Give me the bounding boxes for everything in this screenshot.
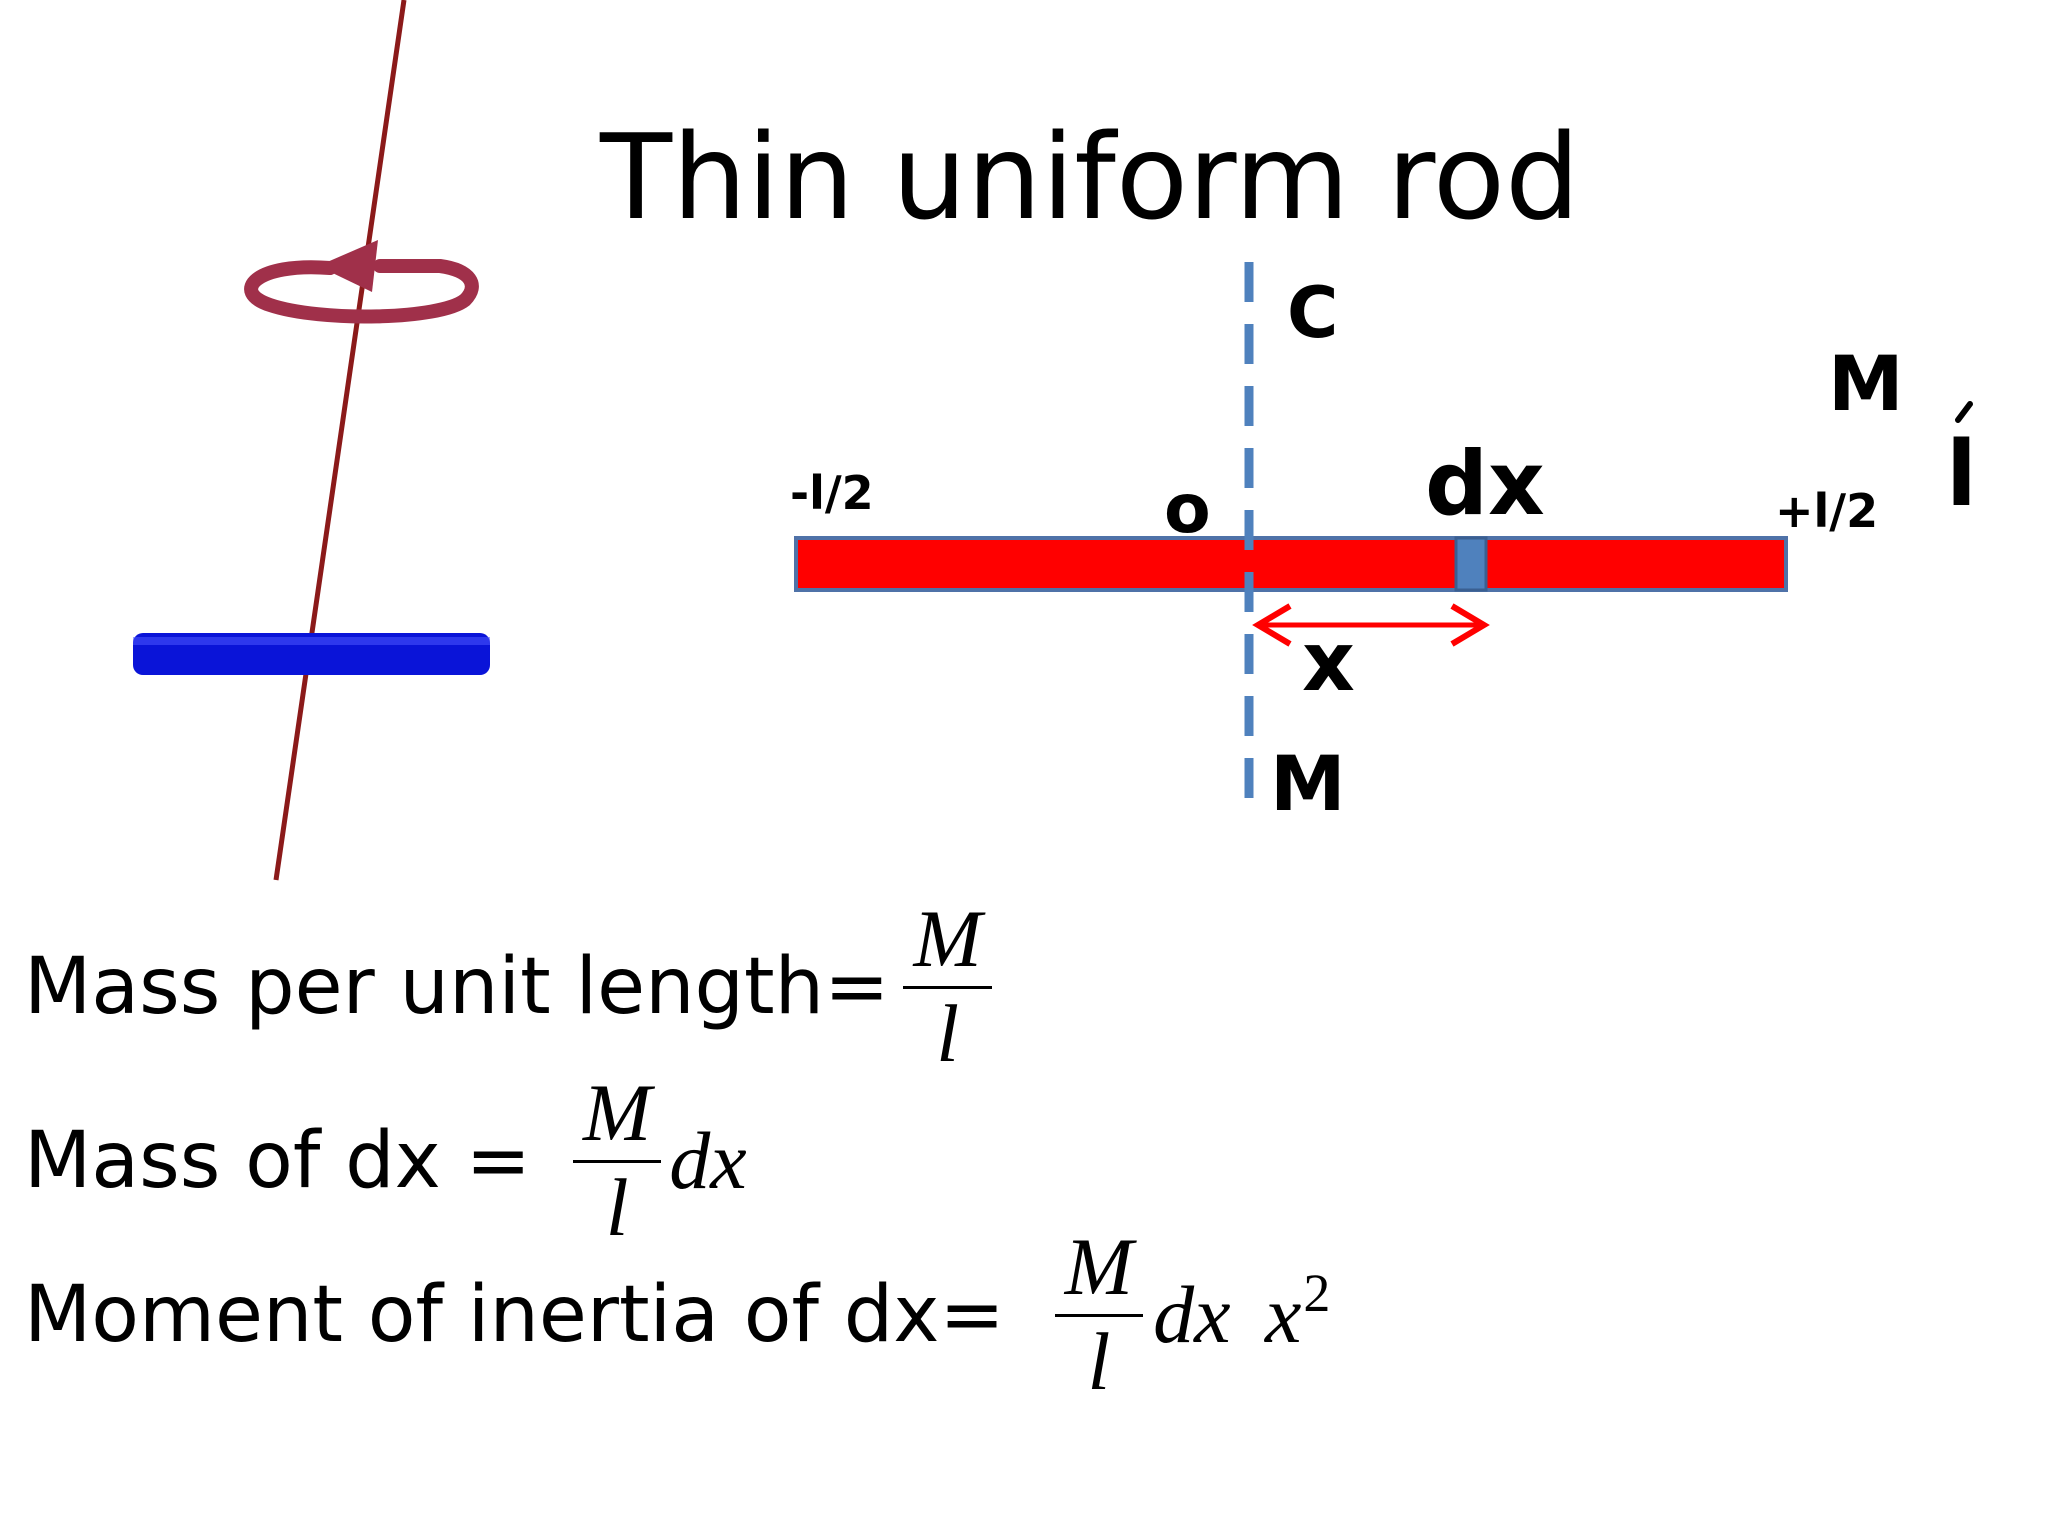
- fraction-denominator: l: [1087, 1316, 1111, 1407]
- fraction-denominator: l: [605, 1162, 629, 1253]
- equation-superscript: 2: [1303, 1263, 1331, 1323]
- equation-mass-of-dx: Mass of dx = M l dx: [24, 1072, 747, 1249]
- fraction-denominator: l: [936, 988, 959, 1079]
- right-end-label: +l/2: [1775, 484, 1879, 538]
- dx-label: dx: [1425, 432, 1545, 535]
- rotation-arrow-icon: [244, 259, 479, 324]
- fraction-numerator: M: [1054, 1226, 1144, 1317]
- thin-rod: [794, 536, 1788, 592]
- fraction-numerator: M: [903, 898, 992, 989]
- axis-bottom-label: M: [1270, 739, 1346, 828]
- equation-suffix: dx: [669, 1114, 747, 1206]
- axis-top-label: C: [1287, 272, 1339, 354]
- equation-text: Mass of dx =: [24, 1115, 531, 1206]
- equation-moment-of-inertia: Moment of inertia of dx= M l dx x 2: [24, 1226, 1330, 1403]
- page-title: Thin uniform rod: [600, 108, 1580, 246]
- equation-mass-per-length: Mass per unit length= M l: [24, 898, 992, 1075]
- distance-x-label: x: [1302, 615, 1355, 710]
- rotation-arrowhead-icon: [318, 240, 378, 292]
- origin-label: o: [1164, 470, 1211, 549]
- fraction: M l: [572, 1072, 662, 1253]
- length-label-tick: [1955, 401, 1973, 423]
- length-label: l: [1946, 422, 1977, 527]
- rotation-axis-line: [273, 0, 407, 881]
- mass-label: M: [1828, 339, 1904, 428]
- equation-text: Mass per unit length=: [24, 941, 890, 1032]
- fraction-numerator: M: [572, 1072, 662, 1163]
- fraction: M l: [1054, 1226, 1144, 1407]
- fraction: M l: [903, 898, 992, 1079]
- dx-element: [1454, 536, 1488, 592]
- equation-suffix: dx x: [1153, 1268, 1302, 1360]
- left-end-label: -l/2: [790, 466, 874, 520]
- equation-text: Moment of inertia of dx=: [24, 1269, 1005, 1360]
